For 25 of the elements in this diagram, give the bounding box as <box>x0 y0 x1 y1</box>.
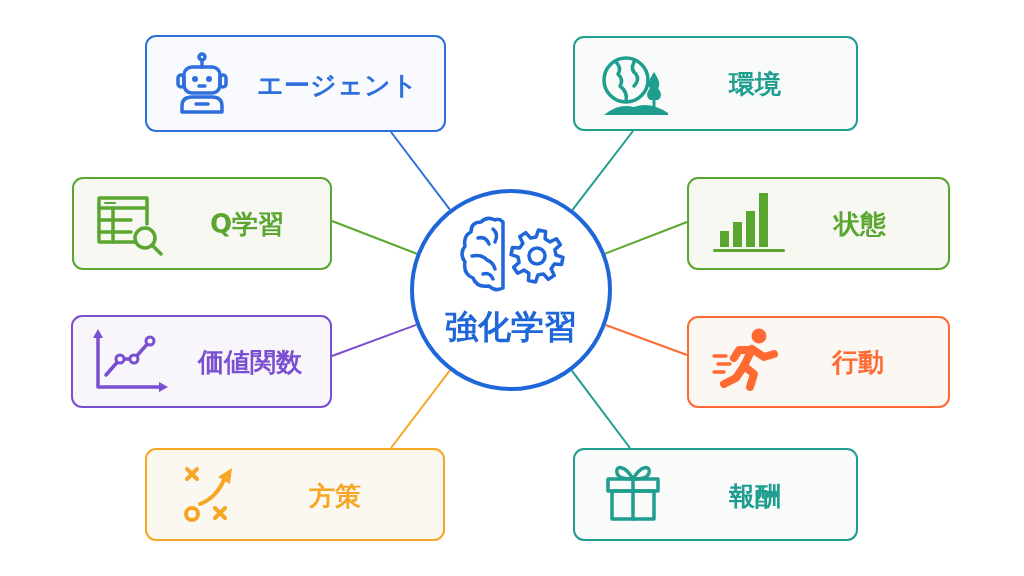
topic-label: 方策 <box>309 482 361 512</box>
topic-label: 行動 <box>832 348 884 378</box>
topic-box <box>573 448 858 541</box>
connector-line <box>390 131 451 211</box>
topic-box <box>573 36 858 131</box>
topic-label: 報酬 <box>729 482 781 512</box>
connector-line <box>604 324 688 356</box>
connector-line <box>390 369 451 449</box>
topic-box <box>687 316 950 408</box>
topic-box <box>72 177 332 270</box>
topic-label: 価値関数 <box>198 348 302 378</box>
topic-label: 状態 <box>834 210 886 240</box>
topic-box <box>71 315 332 408</box>
topic-box <box>687 177 950 270</box>
topic-label: 環境 <box>729 70 781 100</box>
topic-box <box>145 448 445 541</box>
connector-line <box>331 323 418 357</box>
connector-line <box>604 221 688 255</box>
hub-label: 強化学習 <box>445 308 577 346</box>
topic-label: Q学習 <box>209 210 285 240</box>
topic-label: エージェント <box>256 71 418 101</box>
topic-box <box>145 35 446 132</box>
connector-line <box>570 369 631 449</box>
connector-line <box>571 130 634 211</box>
connector-line <box>331 220 418 255</box>
